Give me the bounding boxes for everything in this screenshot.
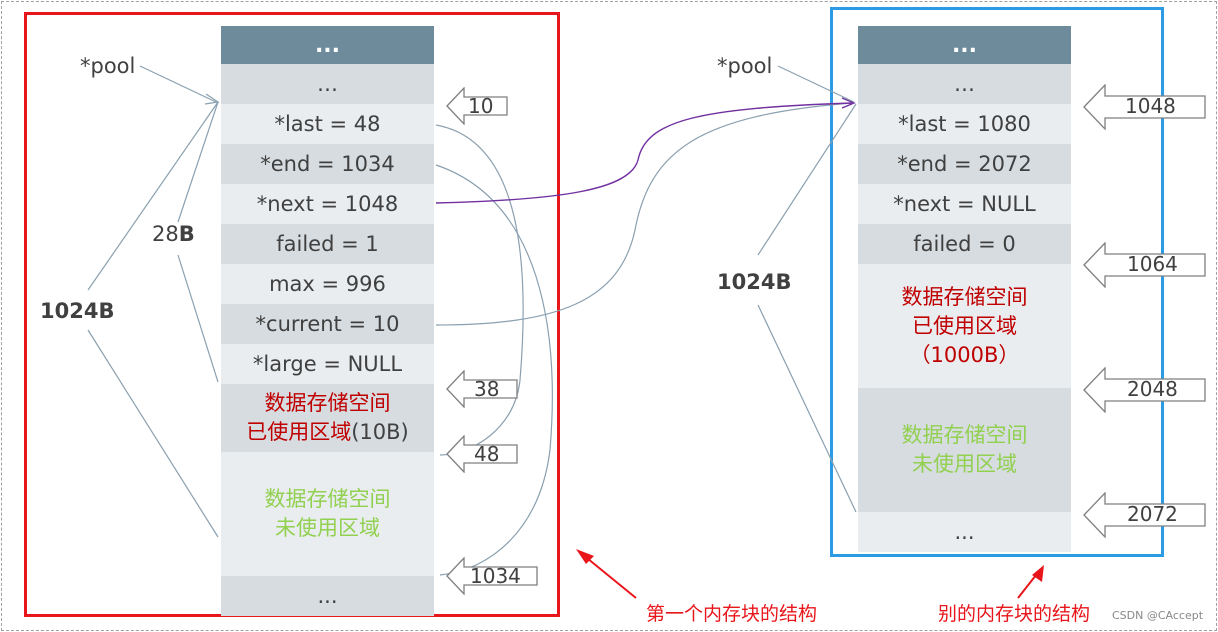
right-pool-label: *pool <box>717 54 773 78</box>
memory-row: *last = 48 <box>221 104 434 144</box>
offset-pointer: 1034 <box>446 557 538 595</box>
size-28b-label: 28B <box>152 222 195 246</box>
memory-row: max = 996 <box>221 264 434 304</box>
memory-row: … <box>858 64 1071 104</box>
left-arrow-icon <box>446 87 508 125</box>
offset-pointer: 2048 <box>1083 367 1207 413</box>
first-caption-arrowhead <box>576 549 594 564</box>
offset-pointer: 1064 <box>1083 242 1207 288</box>
left-arrow-icon <box>1083 84 1206 130</box>
memory-row: *end = 2072 <box>858 144 1071 184</box>
memory-row-line: 数据存储空间 <box>264 391 391 415</box>
memory-row: 数据存储空间未使用区域 <box>858 388 1071 512</box>
current-curve <box>435 102 853 326</box>
memory-row: ... <box>221 26 434 64</box>
end-to-1034-curve <box>435 164 553 576</box>
memory-row: 数据存储空间已使用区域(10B) <box>221 384 434 452</box>
memory-row-text: 已使用区域 <box>246 420 352 444</box>
memory-row: failed = 1 <box>221 224 434 264</box>
last-to-48-curve <box>435 124 524 456</box>
left-arrow-icon <box>1083 242 1206 288</box>
memory-row: … <box>221 64 434 104</box>
pool-pointer-line <box>139 65 217 103</box>
size-1024b-label: 1024B <box>40 299 115 323</box>
offset-value: 1034 <box>470 564 521 588</box>
memory-row-line: 数据存储空间 <box>901 284 1028 309</box>
offset-value: 38 <box>474 377 500 401</box>
left-arrow-icon <box>1083 367 1206 413</box>
right-size-lower-line <box>757 304 857 513</box>
size-1024b-lower-line <box>87 329 219 538</box>
other-caption-arrowhead <box>1032 565 1044 582</box>
offset-value: 48 <box>474 442 500 466</box>
next-link-arrowhead <box>841 97 856 109</box>
offset-value: 1048 <box>1125 94 1176 118</box>
memory-row: 数据存储空间已使用区域 （1000B） <box>858 264 1071 388</box>
offset-pointer: 10 <box>446 87 518 125</box>
memory-row: ... <box>858 512 1071 552</box>
pool-label: *pool <box>80 54 136 78</box>
next-link-curve <box>435 102 853 204</box>
other-block-caption: 别的内存块的结构 <box>938 603 1091 625</box>
memory-row-suffix: (10B) <box>351 420 409 444</box>
left-arrow-icon <box>446 435 518 473</box>
memory-row: failed = 0 <box>858 224 1071 264</box>
memory-row-line: （1000B） <box>909 342 1020 367</box>
memory-row: *next = NULL <box>858 184 1071 224</box>
offset-value: 1064 <box>1127 252 1178 276</box>
size-28b-upper-line <box>177 101 219 223</box>
other-block-frame <box>830 7 1164 557</box>
memory-row-line: 已使用区域(10B) <box>246 418 409 447</box>
size-28b-lower-line <box>177 254 219 383</box>
memory-row: *large = NULL <box>221 344 434 384</box>
memory-row: *next = 1048 <box>221 184 434 224</box>
pool-arrowhead <box>204 93 220 105</box>
offset-pointer: 48 <box>446 435 518 473</box>
first-caption-arrow-line <box>581 553 637 599</box>
offset-value: 2072 <box>1127 502 1178 526</box>
left-arrow-icon <box>1083 492 1206 538</box>
offset-pointer: 38 <box>446 370 518 408</box>
memory-row-line: 未使用区域 <box>275 516 380 540</box>
memory-row-line: 数据存储空间 <box>264 487 391 511</box>
left-arrow-icon <box>446 370 518 408</box>
watermark: CSDN @CAccept <box>1112 609 1204 622</box>
right-size-1024b-label: 1024B <box>717 270 792 294</box>
memory-row: *last = 1080 <box>858 104 1071 144</box>
first-block-caption: 第一个内存块的结构 <box>646 603 818 625</box>
memory-row: ... <box>858 26 1071 64</box>
right-size-upper-line <box>757 103 857 256</box>
memory-row: 数据存储空间未使用区域 <box>221 452 434 576</box>
offset-value: 2048 <box>1127 377 1178 401</box>
memory-row: *current = 10 <box>221 304 434 344</box>
offset-pointer: 1048 <box>1083 84 1207 130</box>
size-1024b-upper-line <box>87 101 219 291</box>
offset-pointer: 2072 <box>1083 492 1207 538</box>
memory-row: ... <box>221 576 434 616</box>
memory-row-line: 未使用区域 <box>912 452 1017 476</box>
right-pool-pointer-line <box>777 65 855 103</box>
memory-row-line: 已使用区域 <box>912 313 1017 338</box>
memory-row: *end = 1034 <box>221 144 434 184</box>
memory-row-line: 数据存储空间 <box>901 423 1028 447</box>
left-arrow-icon <box>446 557 538 595</box>
offset-value: 10 <box>468 94 494 118</box>
